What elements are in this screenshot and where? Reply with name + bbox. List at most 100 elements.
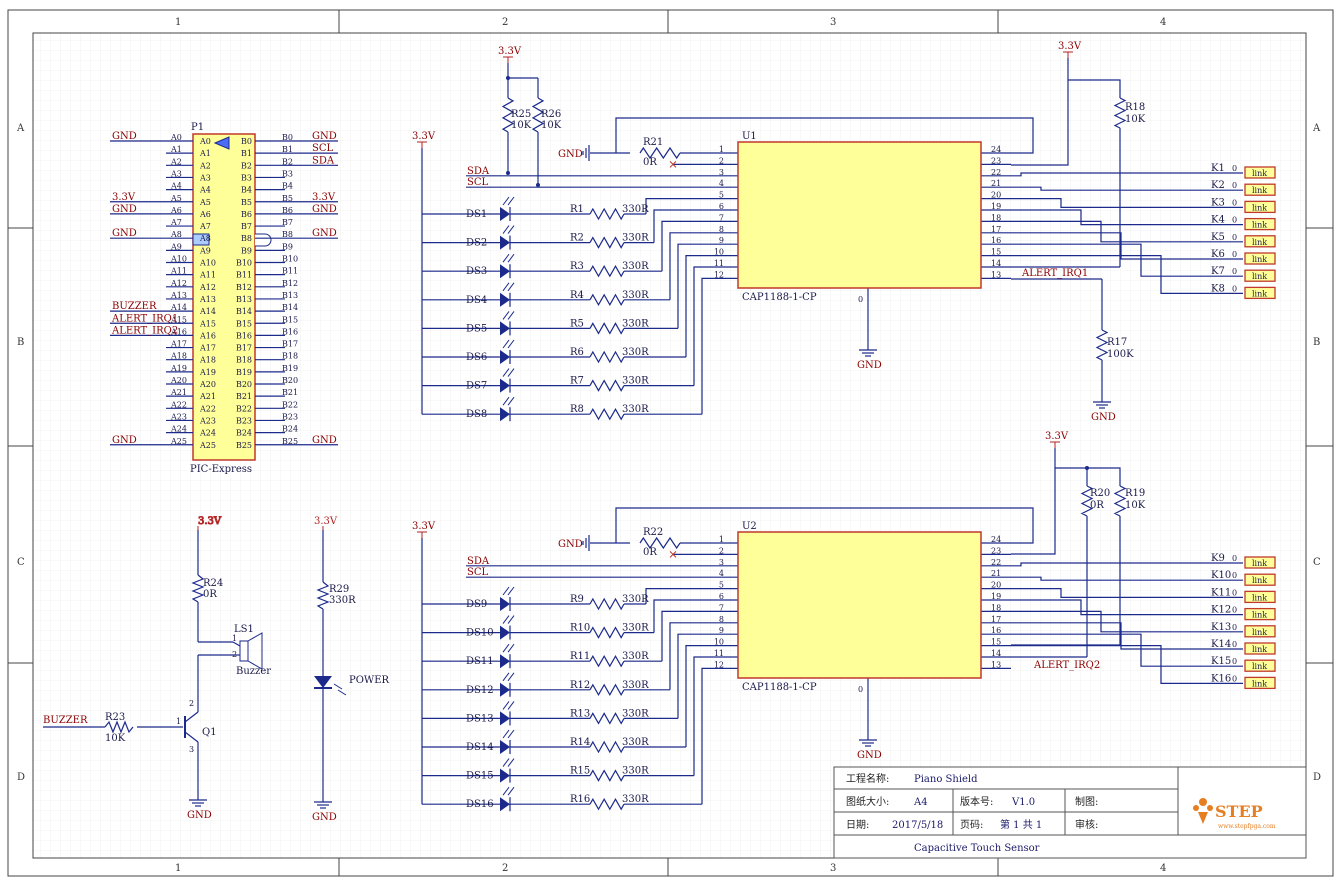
connector-pin-inner-left: A4 [199, 186, 211, 195]
connector-pin-left: A11 [170, 267, 187, 276]
ic-pin-num: 10 [714, 638, 724, 647]
key-link-label: link [1252, 203, 1267, 212]
key-link-box[interactable] [1244, 590, 1276, 604]
connector-pin-inner-left: A1 [199, 149, 211, 158]
col-label: 3 [830, 863, 836, 874]
connector-net-left: ALERT_IRQ1 [111, 313, 178, 324]
power-label: POWER [349, 675, 390, 686]
connector-pin-right: B18 [282, 352, 298, 361]
connector-pin-left: A8 [170, 230, 182, 239]
led-res-ref: R10 [570, 623, 590, 634]
key-link-label: link [1252, 221, 1267, 230]
connector-pin-left: A14 [170, 303, 187, 312]
key-link-box[interactable] [1244, 252, 1276, 265]
key-ref: K16 [1211, 673, 1231, 684]
gnd-label: GND [187, 810, 212, 821]
r23-ref: R23 [105, 712, 125, 723]
key-link-box[interactable] [1244, 166, 1276, 179]
key-link-box[interactable] [1244, 607, 1276, 621]
connector-pin-inner-left: A9 [199, 246, 211, 255]
key-link-box[interactable] [1244, 642, 1276, 655]
connector-pin-inner-left: A19 [199, 368, 216, 377]
resistor-icon [589, 264, 625, 278]
sda-net: SDA [467, 166, 490, 177]
connector-pin-left: A23 [170, 412, 187, 421]
led-res-value: 330R [622, 794, 649, 805]
connector-pin-right: B3 [282, 169, 293, 178]
connector-pin-right: B4 [282, 182, 293, 191]
ic-pin-num: 19 [991, 592, 1001, 601]
ic-pin-num: 7 [719, 213, 724, 222]
connector-pin-inner-right: B3 [241, 173, 252, 182]
connector-net-left: ALERT_IRQ2 [111, 325, 178, 336]
led-res-ref: R8 [570, 404, 584, 415]
alert-net: ALERT_IRQ2 [1033, 660, 1100, 671]
connector-pin-inner-right: B1 [241, 149, 252, 158]
key-link-box[interactable] [1244, 217, 1276, 231]
connector-pin-left: A24 [170, 425, 187, 434]
key-link-label: link [1252, 559, 1267, 568]
connector-pin-right: B19 [282, 364, 298, 373]
led-res-value: 330R [622, 404, 649, 415]
key-link-box[interactable] [1244, 573, 1276, 586]
q1-ref: Q1 [202, 727, 217, 738]
row-label: B [1313, 337, 1320, 348]
connector-pin-right: B22 [282, 400, 298, 409]
ic-pin-num: 4 [719, 179, 724, 188]
key-pin: 0 [1232, 233, 1237, 242]
connector-net-left: GND [112, 131, 137, 142]
connector-pin-right: B24 [282, 425, 298, 434]
ic-pin-num: 14 [991, 649, 1001, 658]
scl-net: SCL [467, 177, 489, 188]
q1-pin3: 3 [189, 745, 194, 754]
led-icon [500, 350, 510, 364]
key-link-box[interactable] [1244, 556, 1276, 569]
row-label: B [17, 337, 24, 348]
ic-pin-num: 9 [719, 236, 724, 245]
vcc-label: 3.3V [198, 516, 222, 527]
connector-pin-inner-right: B20 [236, 380, 252, 389]
pullup-value: 10K [541, 120, 562, 131]
connector-pin-inner-right: B19 [236, 368, 252, 377]
r24-value: 0R [203, 589, 217, 600]
ls1-pin1: 1 [232, 634, 237, 643]
ic-pin-num: 3 [719, 558, 724, 567]
connector-p1[interactable]: P1 PIC-Express [190, 122, 272, 475]
ic-ref: U1 [742, 131, 757, 142]
ic-pin-num: 3 [719, 168, 724, 177]
ic-pin-num: 8 [719, 615, 724, 624]
resistor-icon [1113, 97, 1127, 129]
col-label: 2 [502, 863, 508, 874]
key-link-box[interactable] [1244, 625, 1276, 638]
junction [1085, 466, 1089, 470]
led-res-ref: R3 [570, 261, 584, 272]
key-link-box[interactable] [1244, 659, 1276, 672]
key-pin: 0 [1232, 216, 1237, 225]
key-link-label: link [1252, 576, 1267, 585]
ic-u1[interactable]: U1 CAP1188-1-CP [737, 131, 982, 303]
power-led-circuit[interactable]: 3.3V R29 330R POWER [314, 516, 390, 792]
pin1-marker-icon [213, 136, 230, 150]
key-link-box[interactable] [1244, 269, 1276, 282]
key-link-box[interactable] [1244, 200, 1276, 214]
connector-pin-right: B6 [282, 206, 293, 215]
key-link-box[interactable] [1244, 235, 1276, 248]
key-link-box[interactable] [1244, 183, 1276, 196]
led-res-ref: R11 [570, 651, 590, 662]
key-link-box[interactable] [1244, 676, 1276, 690]
led-ref: DS5 [466, 323, 487, 334]
connector-pin-right: B5 [282, 194, 293, 203]
connector-pin-inner-right: B10 [236, 259, 252, 268]
buzzer-circuit[interactable]: 3.3V R24 0R LS1 1 2 Buzzer BUZZER R23 10… [43, 516, 271, 790]
resistor-icon [589, 350, 625, 364]
vcc-label: 3.3V [412, 521, 436, 532]
key-ref: K4 [1211, 215, 1225, 226]
connector-pin-inner-right: B17 [236, 344, 252, 353]
led-icon [500, 797, 510, 812]
key-pin: 0 [1232, 181, 1237, 190]
ic-u2[interactable]: U2 CAP1188-1-CP [737, 521, 982, 693]
key-link-box[interactable] [1244, 286, 1276, 300]
led-icon [500, 654, 510, 669]
connector-pin-inner-left: A20 [199, 380, 216, 389]
